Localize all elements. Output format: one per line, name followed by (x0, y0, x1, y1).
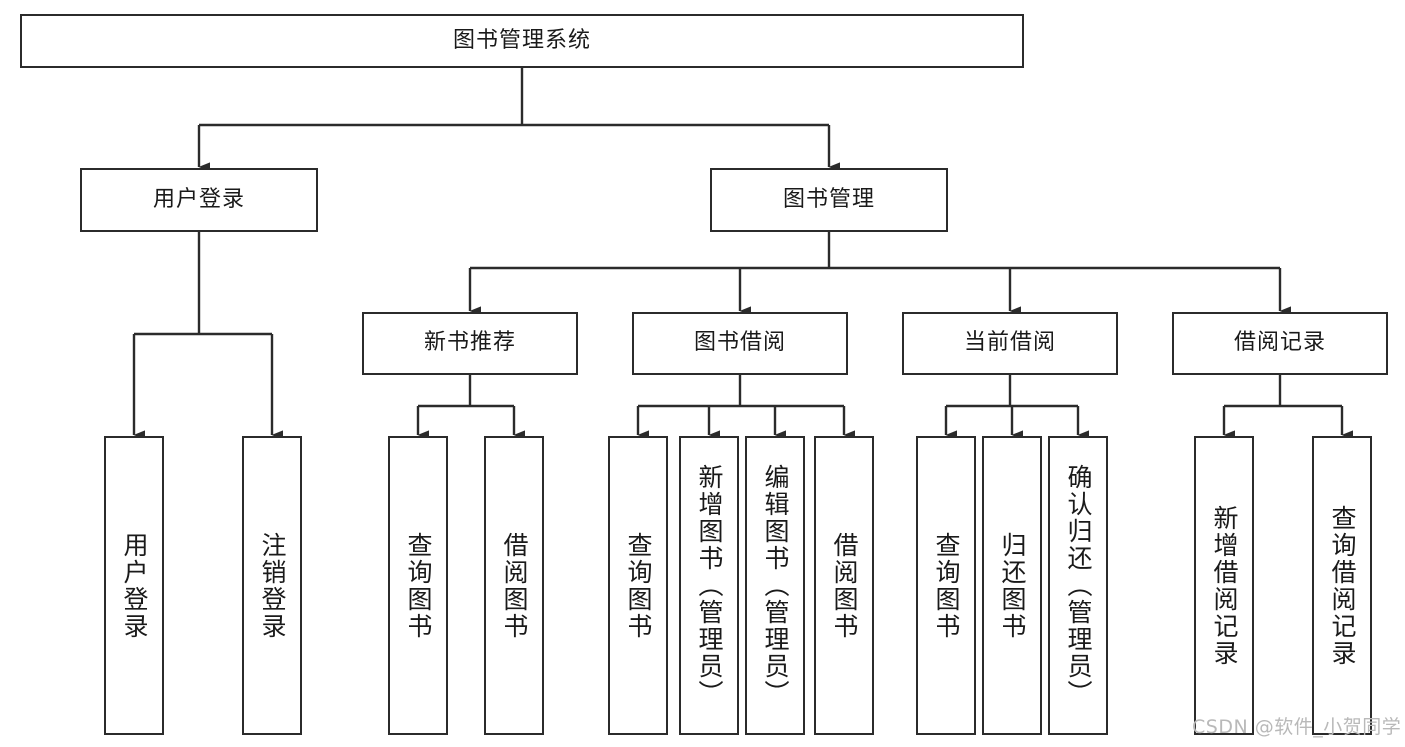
node-leaf-edit-book[interactable]: 编辑图书（管理员） (745, 436, 805, 735)
node-leaf-user-login[interactable]: 用户登录 (104, 436, 164, 735)
csdn-watermark: CSDN @软件_小贺同学 (1192, 716, 1402, 738)
node-label: 用户登录 (152, 186, 245, 212)
node-label: 编辑图书（管理员） (761, 464, 790, 707)
node-label: 借阅记录 (1233, 330, 1326, 356)
node-label: 新增图书（管理员） (695, 464, 724, 707)
node-leaf-query-book-rec[interactable]: 查询图书 (388, 436, 448, 735)
node-leaf-borrow-book-rec[interactable]: 借阅图书 (484, 436, 544, 735)
node-new-book-recommend[interactable]: 新书推荐 (362, 312, 578, 375)
node-label: 图书管理系统 (452, 27, 591, 53)
node-label: 借阅图书 (830, 531, 859, 640)
node-leaf-return-book[interactable]: 归还图书 (982, 436, 1042, 735)
node-label: 查询图书 (404, 531, 433, 640)
node-borrow-record[interactable]: 借阅记录 (1172, 312, 1388, 375)
node-leaf-confirm-return[interactable]: 确认归还（管理员） (1048, 436, 1108, 735)
node-book-manage[interactable]: 图书管理 (710, 168, 948, 232)
node-label: 新增借阅记录 (1210, 504, 1239, 667)
node-leaf-add-record[interactable]: 新增借阅记录 (1194, 436, 1254, 735)
node-label: 新书推荐 (423, 330, 516, 356)
node-leaf-query-book-cur[interactable]: 查询图书 (916, 436, 976, 735)
node-leaf-query-book-borrow[interactable]: 查询图书 (608, 436, 668, 735)
node-label: 查询借阅记录 (1328, 504, 1357, 667)
node-label: 查询图书 (624, 531, 653, 640)
node-label: 注销登录 (258, 531, 287, 640)
node-leaf-logout[interactable]: 注销登录 (242, 436, 302, 735)
node-root[interactable]: 图书管理系统 (20, 14, 1024, 68)
node-book-borrow[interactable]: 图书借阅 (632, 312, 848, 375)
node-leaf-query-record[interactable]: 查询借阅记录 (1312, 436, 1372, 735)
node-label: 当前借阅 (963, 330, 1056, 356)
node-label: 确认归还（管理员） (1064, 464, 1093, 707)
node-current-borrow[interactable]: 当前借阅 (902, 312, 1118, 375)
node-leaf-borrow-book[interactable]: 借阅图书 (814, 436, 874, 735)
node-user-login[interactable]: 用户登录 (80, 168, 318, 232)
node-label: 查询图书 (932, 531, 961, 640)
node-label: 图书借阅 (693, 330, 786, 356)
node-label: 图书管理 (782, 186, 875, 212)
node-label: 用户登录 (120, 531, 149, 640)
node-leaf-add-book[interactable]: 新增图书（管理员） (679, 436, 739, 735)
node-label: 归还图书 (998, 531, 1027, 640)
node-label: 借阅图书 (500, 531, 529, 640)
